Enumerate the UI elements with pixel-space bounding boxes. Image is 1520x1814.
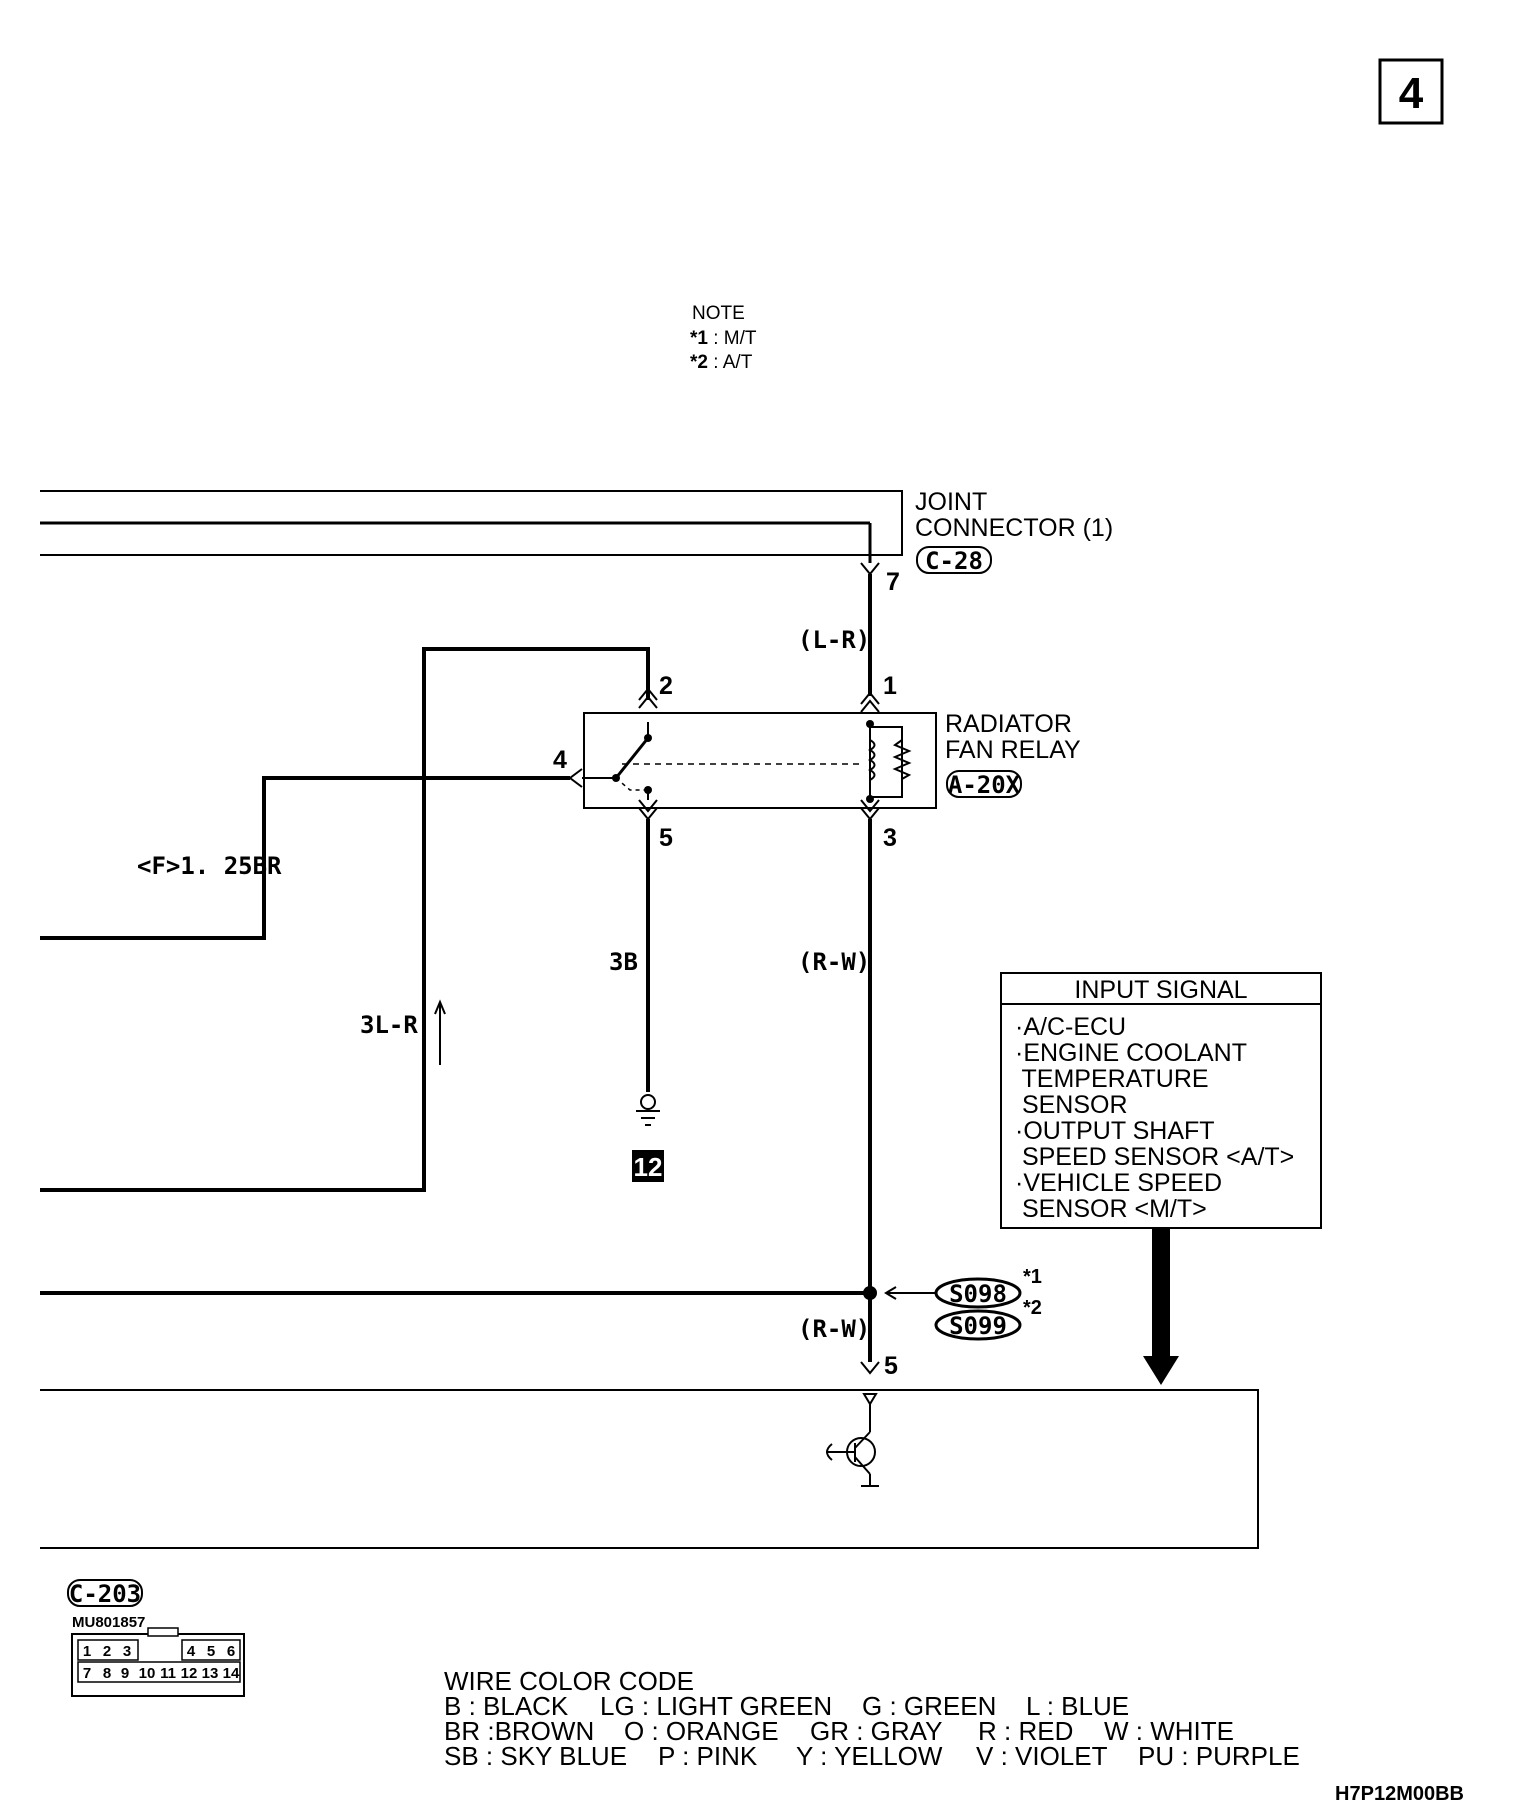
conn-pin-6: 6	[227, 1643, 235, 1660]
relay-label-1: RADIATOR	[945, 710, 1072, 738]
relay-pin-3: 3	[883, 824, 897, 852]
conn-pin-9: 9	[121, 1665, 129, 1682]
connector-c203: C-203 MU801857 1 2 3 4 5 6 7 8 9 10 11 1…	[67, 1579, 245, 1697]
joint-connector-pin: 7	[886, 568, 900, 596]
ecu-pin: 5	[884, 1352, 898, 1380]
splice-2: S099	[949, 1312, 1007, 1340]
input-signal-line-6: SPEED SENSOR <A/T>	[1015, 1143, 1294, 1171]
relay-label-2: FAN RELAY	[945, 736, 1081, 764]
ground-id: 12	[634, 1152, 663, 1182]
note-text-2: : A/T	[708, 352, 753, 373]
wcc-r3-1: P : PINK	[658, 1741, 758, 1771]
input-signal-box: INPUT SIGNAL ·A/C-ECU ·ENGINE COOLANT TE…	[1000, 972, 1322, 1385]
diagram-code: H7P12M00BB	[1335, 1783, 1464, 1805]
conn-pin-10: 10	[139, 1665, 156, 1682]
wcc-r1-0: B : BLACK	[444, 1691, 569, 1721]
svg-text:*2 : A/T: *2 : A/T	[690, 352, 753, 373]
wcc-r3-4: PU : PURPLE	[1138, 1741, 1300, 1771]
wire-label-lr: (L-R)	[798, 626, 870, 654]
wcc-r3-0: SB : SKY BLUE	[444, 1741, 627, 1771]
splice-2-mark: *2	[1023, 1297, 1042, 1319]
relay-pin-2: 2	[659, 672, 673, 700]
wcc-r2-3: R : RED	[978, 1716, 1073, 1746]
wcc-r1-2: G : GREEN	[862, 1691, 996, 1721]
relay-code: A-20X	[948, 771, 1021, 799]
wire-label-3b: 3B	[609, 948, 638, 976]
joint-connector-label-2: CONNECTOR (1)	[915, 514, 1113, 542]
ground-icon	[640, 1094, 656, 1110]
relay-pin-1: 1	[883, 672, 897, 700]
conn-pin-8: 8	[103, 1665, 111, 1682]
conn-pin-12: 12	[181, 1665, 198, 1682]
input-signal-line-1: ·A/C-ECU	[1015, 1013, 1126, 1041]
wcc-r2-1: O : ORANGE	[624, 1716, 779, 1746]
conn-pin-7: 7	[83, 1665, 91, 1682]
wcc-title: WIRE COLOR CODE	[444, 1666, 694, 1696]
note-title: NOTE	[692, 303, 745, 324]
ecu-box: 5	[40, 1352, 1259, 1549]
input-signal-line-7: ·VEHICLE SPEED	[1015, 1169, 1222, 1197]
note-text-1: : M/T	[708, 328, 757, 349]
conn-pin-3: 3	[123, 1643, 131, 1660]
wcc-r1-1: LG : LIGHT GREEN	[600, 1691, 832, 1721]
junction-dot	[863, 1286, 877, 1300]
splice-junction: S098 S099 *1 *2	[40, 1266, 1042, 1341]
wire-1-25br	[40, 768, 616, 940]
wire-label-rw-lower: (R-W)	[798, 1315, 870, 1343]
input-signal-title: INPUT SIGNAL	[1074, 976, 1247, 1004]
conn-pin-4: 4	[187, 1643, 196, 1660]
note-mark-1: *1	[690, 328, 708, 349]
svg-text:*1 : M/T: *1 : M/T	[690, 328, 757, 349]
joint-connector: JOINT CONNECTOR (1) C-28 7	[40, 488, 1113, 596]
connector-code: C-203	[69, 1580, 141, 1608]
splice-1-mark: *1	[1023, 1266, 1042, 1288]
input-signal-line-8: SENSOR <M/T>	[1015, 1195, 1207, 1223]
relay-pin-5: 5	[659, 824, 673, 852]
wcc-r1-3: L : BLUE	[1026, 1691, 1129, 1721]
wcc-r2-0: BR :BROWN	[444, 1716, 594, 1746]
splice-1: S098	[949, 1280, 1007, 1308]
conn-pin-5: 5	[207, 1643, 215, 1660]
wire-label-f125br: <F>1. 25BR	[137, 852, 282, 880]
input-signal-line-5: ·OUTPUT SHAFT	[1015, 1117, 1215, 1145]
conn-pin-1: 1	[83, 1643, 91, 1660]
page-number: 4	[1399, 69, 1424, 118]
conn-pin-2: 2	[103, 1643, 111, 1660]
wcc-r3-2: Y : YELLOW	[796, 1741, 943, 1771]
note-block: NOTE *1 : M/T *2 : A/T	[690, 303, 757, 373]
input-signal-line-3: TEMPERATURE	[1015, 1065, 1209, 1093]
radiator-fan-relay: RADIATOR FAN RELAY A-20X 1 2 3 4 5	[553, 672, 1081, 852]
wire-3b-ground: 12	[632, 799, 664, 1182]
page-number-box: 4	[1378, 58, 1444, 125]
relay-pin-4: 4	[553, 746, 567, 774]
wcc-r2-2: GR : GRAY	[810, 1716, 942, 1746]
conn-pin-14: 14	[223, 1665, 240, 1682]
conn-pin-11: 11	[160, 1665, 176, 1682]
conn-pin-13: 13	[202, 1665, 219, 1682]
wcc-r2-4: W : WHITE	[1104, 1716, 1234, 1746]
joint-connector-label-1: JOINT	[915, 488, 987, 516]
wire-label-rw-upper: (R-W)	[798, 948, 870, 976]
input-signal-line-2: ·ENGINE COOLANT	[1015, 1039, 1247, 1067]
wcc-r3-3: V : VIOLET	[976, 1741, 1108, 1771]
input-arrow-icon	[1143, 1356, 1179, 1385]
wire-3l-r	[40, 647, 658, 1192]
note-mark-2: *2	[690, 352, 708, 373]
wire-color-code: WIRE COLOR CODE B : BLACK LG : LIGHT GRE…	[444, 1666, 1300, 1771]
input-signal-line-4: SENSOR	[1015, 1091, 1128, 1119]
connector-part: MU801857	[72, 1614, 145, 1631]
wire-main-vertical	[860, 562, 880, 1375]
joint-connector-code: C-28	[925, 547, 983, 575]
wire-label-3l-r: 3L-R	[360, 1011, 418, 1039]
